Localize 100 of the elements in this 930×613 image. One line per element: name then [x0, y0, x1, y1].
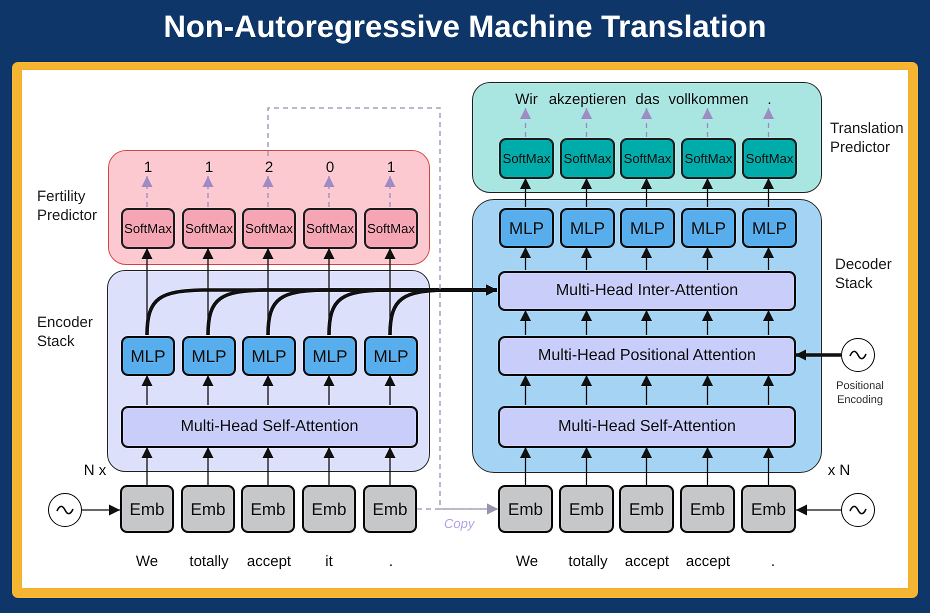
embedding-box — [302, 485, 356, 533]
box-label: akzeptieren — [548, 92, 626, 106]
arrow — [702, 375, 713, 405]
embedding-box — [680, 485, 735, 533]
arrow — [702, 310, 713, 335]
softmax-box — [303, 208, 357, 249]
section-heading: Encoder Stack — [37, 313, 94, 351]
attention-box — [498, 336, 796, 376]
softmax-box — [499, 138, 554, 179]
arrow — [202, 176, 214, 207]
arrow — [702, 447, 713, 485]
box-label: MLP — [252, 348, 286, 364]
box-label: Emb — [250, 500, 286, 518]
attention-box — [498, 271, 796, 311]
box-label: 0 — [326, 160, 334, 174]
arrow — [262, 176, 274, 207]
repeat-count: N x — [82, 462, 108, 480]
box-label: MLP — [312, 348, 348, 364]
embedding-box — [181, 485, 235, 533]
arrow — [520, 310, 531, 335]
softmax-box — [620, 138, 675, 179]
arrow — [763, 178, 774, 207]
softmax-box — [242, 208, 296, 249]
mlp-box — [121, 336, 175, 376]
attention-box — [498, 406, 796, 448]
box-label: SoftMax — [564, 152, 612, 165]
arrow — [324, 176, 334, 207]
arrow — [796, 504, 841, 516]
arrow — [763, 375, 774, 405]
arrow — [641, 108, 652, 137]
arrow — [763, 108, 774, 137]
box-label: MLP — [691, 220, 726, 236]
mlp-box — [499, 208, 554, 248]
arrow — [202, 447, 214, 485]
box-label: 1 — [386, 160, 396, 174]
repeat-count: x N — [826, 462, 852, 480]
arrow — [324, 447, 334, 485]
arrow — [795, 350, 841, 360]
arrow — [388, 284, 497, 336]
arrow — [581, 310, 592, 335]
arrow — [384, 375, 396, 405]
input-token: totally — [567, 553, 609, 571]
arrow — [142, 375, 152, 405]
box-label: Multi-Head Self-Attention — [558, 419, 736, 435]
arrow — [702, 247, 713, 270]
box-label: Emb — [569, 500, 604, 518]
box-label: Emb — [372, 500, 408, 518]
box-label: Multi-Head Positional Attention — [538, 348, 756, 364]
arrow — [384, 447, 396, 485]
input-token: We — [134, 553, 160, 571]
input-token: We — [514, 553, 540, 571]
arrow — [520, 178, 531, 207]
arrow — [641, 247, 652, 270]
box-label: MLP — [570, 220, 605, 236]
box-label: SoftMax — [367, 222, 415, 235]
mlp-box — [364, 336, 418, 376]
arrow — [581, 375, 592, 405]
arrow — [641, 375, 652, 405]
softmax-box — [121, 208, 175, 249]
box-label: Multi-Head Self-Attention — [180, 419, 358, 435]
box-label: MLP — [630, 220, 665, 236]
input-token: . — [388, 553, 394, 571]
slide-title: Non-Autoregressive Machine Translation — [162, 8, 768, 46]
box-label: SoftMax — [185, 222, 233, 235]
arrow — [142, 176, 152, 207]
section-heading: Decoder Stack — [835, 255, 893, 293]
embedding-box — [120, 485, 174, 533]
box-label: Emb — [190, 500, 226, 518]
box-label: Wir — [515, 92, 538, 106]
arrow — [142, 447, 152, 485]
softmax-box — [681, 138, 736, 179]
box-label: Emb — [629, 500, 664, 518]
arrow — [581, 447, 592, 485]
softmax-box — [182, 208, 236, 249]
input-token: accept — [684, 553, 732, 571]
box-label: MLP — [509, 220, 544, 236]
embedding-box — [498, 485, 553, 533]
box-label: Emb — [130, 500, 164, 518]
input-token: . — [770, 553, 776, 571]
input-token: accept — [246, 553, 292, 571]
arrow — [384, 176, 396, 207]
box-label: vollkommen — [668, 92, 749, 106]
arrow — [581, 247, 592, 270]
arrow — [417, 504, 498, 514]
box-label: MLP — [752, 220, 787, 236]
embedding-box — [363, 485, 417, 533]
arrow — [763, 310, 774, 335]
box-label: Multi-Head Inter-Attention — [556, 283, 738, 299]
box-label: das — [635, 92, 660, 106]
embedding-box — [619, 485, 674, 533]
arrow — [324, 375, 334, 405]
box-label: Emb — [508, 500, 543, 518]
box-label: SoftMax — [624, 152, 672, 165]
attention-box — [121, 406, 418, 448]
box-label: SoftMax — [746, 152, 794, 165]
arrow — [641, 310, 652, 335]
input-token: totally — [188, 553, 230, 571]
embedding-box — [241, 485, 295, 533]
box-label: Emb — [312, 500, 346, 518]
box-label: 1 — [144, 160, 152, 174]
